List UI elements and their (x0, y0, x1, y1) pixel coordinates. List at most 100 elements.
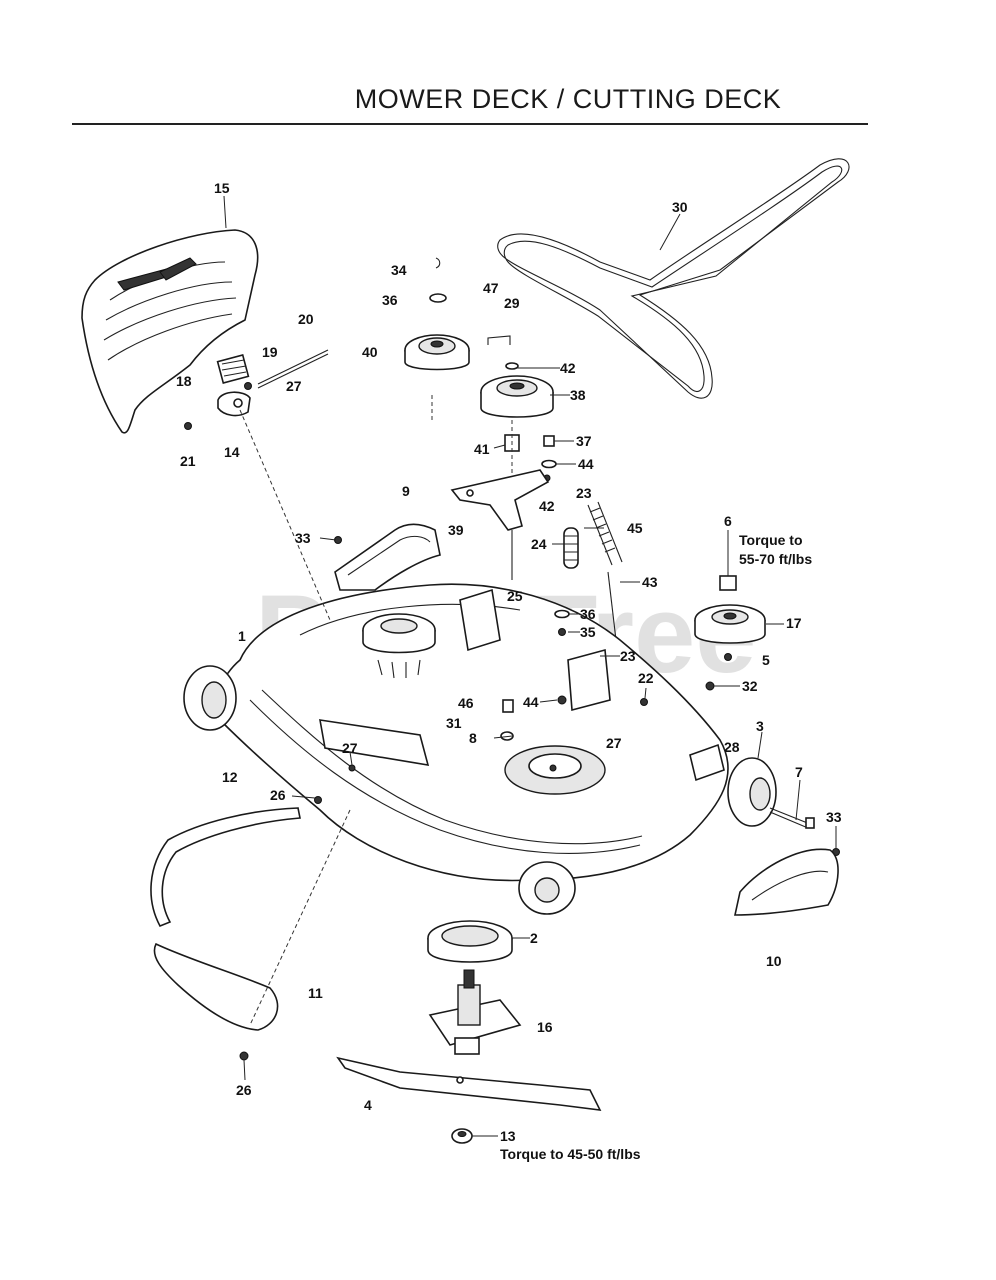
callout-26-lower: 26 (236, 1082, 252, 1098)
callout-20: 20 (298, 311, 314, 327)
idler-mount-plate[interactable] (459, 588, 501, 652)
callout-21: 21 (180, 453, 196, 469)
callout-25: 25 (507, 588, 523, 604)
chute-nut[interactable] (244, 382, 252, 390)
idler-pulley-lower[interactable] (480, 375, 554, 418)
idler-pulley-upper[interactable] (404, 334, 470, 371)
callout-6: 6 (724, 513, 732, 529)
callout-41: 41 (474, 441, 490, 457)
belt-cover-left[interactable] (334, 523, 441, 591)
idler-bolt[interactable] (487, 335, 511, 345)
callout-45: 45 (627, 520, 643, 536)
deflector-rod[interactable] (150, 807, 301, 928)
callout-23-right: 23 (620, 648, 636, 664)
callout-31: 31 (446, 715, 462, 731)
callout-2: 2 (530, 930, 538, 946)
torque-note-pulley-line1: Torque to (739, 532, 803, 548)
deck-bolt[interactable] (500, 731, 514, 741)
callout-33-left: 33 (295, 530, 311, 546)
idler-arm[interactable] (450, 469, 550, 531)
callout-16: 16 (537, 1019, 553, 1035)
washer-top[interactable] (429, 293, 447, 303)
callout-12: 12 (222, 769, 238, 785)
deck-nut[interactable] (502, 699, 514, 713)
spacer-washer[interactable] (505, 362, 519, 370)
callout-9: 9 (402, 483, 410, 499)
callout-18: 18 (176, 373, 192, 389)
tension-rod[interactable] (607, 571, 617, 641)
callout-22: 22 (638, 670, 654, 686)
callout-13: 13 (500, 1128, 516, 1144)
callout-42-mid: 42 (539, 498, 555, 514)
callout-5: 5 (762, 652, 770, 668)
callout-27-top: 27 (286, 378, 302, 394)
discharge-chute-cover[interactable] (81, 229, 259, 434)
bolt-22[interactable] (640, 698, 648, 706)
callout-27-right: 27 (606, 735, 622, 751)
pulley-key[interactable] (724, 653, 732, 661)
callout-30: 30 (672, 199, 688, 215)
pulley-nut[interactable] (719, 575, 737, 591)
callout-8: 8 (469, 730, 477, 746)
callout-7: 7 (795, 764, 803, 780)
title-rule (72, 123, 868, 125)
callout-32: 32 (742, 678, 758, 694)
callout-29: 29 (504, 295, 520, 311)
callout-44-deck: 44 (523, 694, 539, 710)
deck-nut-27[interactable] (348, 764, 356, 772)
callout-37: 37 (576, 433, 592, 449)
chute-spring[interactable] (216, 354, 250, 384)
chute-bracket[interactable] (217, 391, 251, 417)
callout-19: 19 (262, 344, 278, 360)
wheel-bracket[interactable] (689, 743, 725, 782)
nut-right[interactable] (558, 628, 566, 636)
extension-spring-large[interactable] (587, 501, 623, 566)
washer-right[interactable] (554, 609, 570, 619)
callout-36-right: 36 (580, 606, 596, 622)
spindle-nut-27[interactable] (549, 764, 557, 772)
deck-nut-44[interactable] (557, 695, 567, 705)
chute-screw[interactable] (184, 422, 192, 430)
page-title: MOWER DECK / CUTTING DECK (354, 84, 782, 114)
callout-11: 11 (308, 985, 323, 1001)
washer-mid[interactable] (541, 459, 557, 469)
idler-mount-plate-right[interactable] (567, 648, 611, 712)
deck-pulley-left[interactable] (362, 613, 436, 679)
callout-39: 39 (448, 522, 464, 538)
callout-40: 40 (362, 344, 378, 360)
discharge-deflector[interactable] (153, 942, 279, 1031)
callout-44-top: 44 (578, 456, 594, 472)
belt[interactable] (497, 158, 850, 399)
callout-27-mid: 27 (342, 740, 358, 756)
callout-10: 10 (766, 953, 782, 969)
callout-4: 4 (364, 1097, 372, 1113)
callout-23-top: 23 (576, 485, 592, 501)
rod-screw-upper[interactable] (314, 796, 322, 804)
callout-46: 46 (458, 695, 474, 711)
rod-screw-lower[interactable] (239, 1051, 249, 1061)
callout-38: 38 (570, 387, 586, 403)
retaining-ring[interactable] (435, 257, 441, 269)
spindle-bearing-ring[interactable] (427, 920, 513, 963)
idler-nut[interactable] (543, 435, 555, 447)
callout-24: 24 (531, 536, 547, 552)
callout-28: 28 (724, 739, 740, 755)
belt-cover-right[interactable] (734, 848, 839, 916)
torque-note-pulley-line2: 55-70 ft/lbs (739, 551, 812, 567)
spindle-assembly[interactable] (428, 969, 522, 1055)
drive-pulley-right[interactable] (694, 604, 766, 644)
callout-1: 1 (238, 628, 246, 644)
gauge-wheel-right[interactable] (727, 757, 777, 827)
callout-34: 34 (391, 262, 407, 278)
mower-blade[interactable] (336, 1056, 602, 1111)
chute-pivot-rod[interactable] (257, 349, 329, 389)
callout-47: 47 (483, 280, 499, 296)
callout-26-upper: 26 (270, 787, 286, 803)
extension-spring-small[interactable] (563, 527, 579, 569)
callout-17: 17 (786, 615, 802, 631)
wheel-bolt[interactable] (769, 807, 815, 829)
blade-nut[interactable] (451, 1128, 473, 1144)
bolt-32[interactable] (705, 681, 715, 691)
callout-33-right: 33 (826, 809, 842, 825)
